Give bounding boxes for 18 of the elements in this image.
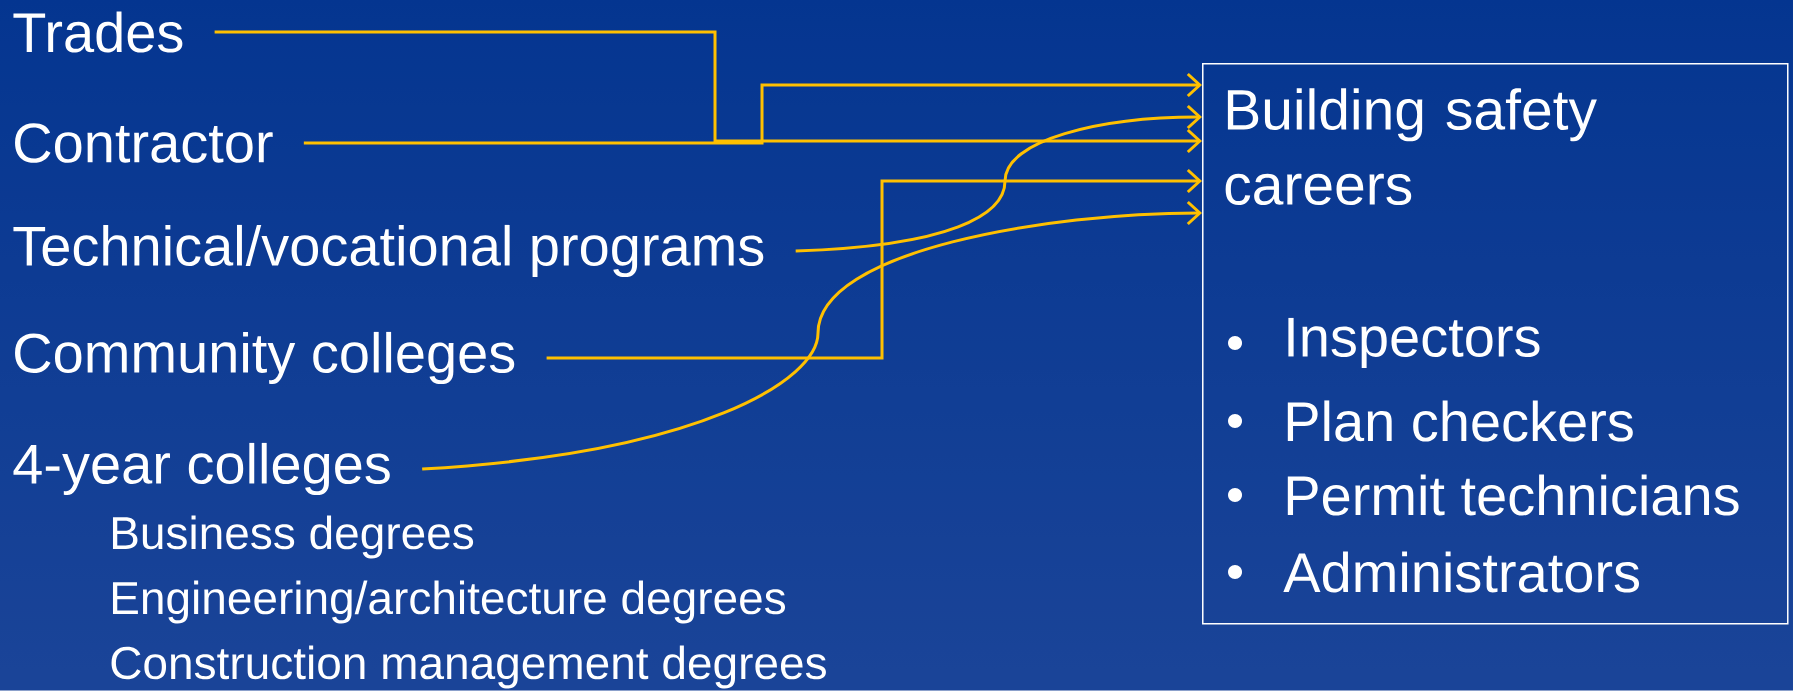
- box-heading: Building safety careers: [1225, 88, 1597, 206]
- source-label: Technical/vocational programs: [13, 224, 764, 278]
- sub-item: Business degrees: [113, 515, 474, 559]
- arrow: [214, 30, 1202, 154]
- bullet-item: Inspectors: [1288, 317, 1540, 369]
- bullet-item: Permit technicians: [1287, 474, 1739, 516]
- arrow: [303, 72, 1202, 145]
- source-label: 4-year colleges: [13, 442, 390, 496]
- arrow: [795, 104, 1202, 253]
- arrow: [546, 168, 1202, 360]
- source-label: Community colleges: [15, 331, 515, 385]
- bullet-item: Plan checkers: [1287, 400, 1633, 442]
- sub-item: Engineering/architecture degrees: [113, 580, 786, 624]
- arrow: [422, 200, 1202, 471]
- source-label: Trades: [13, 11, 183, 53]
- source-label: Contractor: [15, 123, 273, 163]
- bullet-item: Administrators: [1283, 551, 1640, 593]
- sub-item: Construction management degrees: [111, 645, 826, 689]
